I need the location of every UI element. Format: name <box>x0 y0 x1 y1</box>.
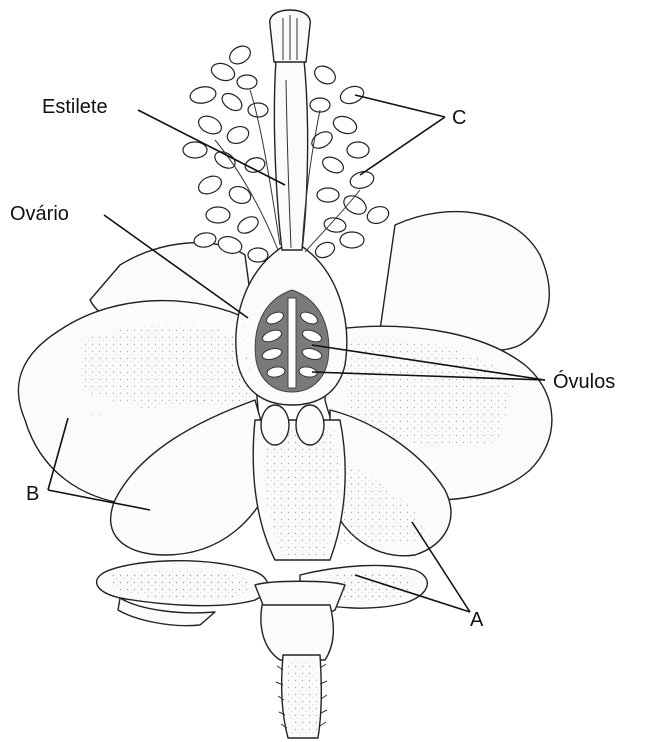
label-ovulos: Óvulos <box>553 370 615 393</box>
label-ovario: Ovário <box>10 203 69 225</box>
label-c: C <box>452 107 466 129</box>
label-estilete: Estilete <box>42 96 108 118</box>
label-a: A <box>470 609 484 631</box>
nectary-left <box>261 405 289 445</box>
ovary-septum <box>288 298 296 388</box>
style-column <box>274 60 307 250</box>
ovary <box>236 245 347 405</box>
pedicel <box>261 605 333 738</box>
nectary-right <box>296 405 324 445</box>
style <box>270 10 311 250</box>
leader-c-1 <box>355 95 445 117</box>
leader-c-2 <box>360 117 445 175</box>
pedicel-top <box>261 605 333 660</box>
label-b: B <box>26 483 39 505</box>
receptacle <box>253 405 345 560</box>
